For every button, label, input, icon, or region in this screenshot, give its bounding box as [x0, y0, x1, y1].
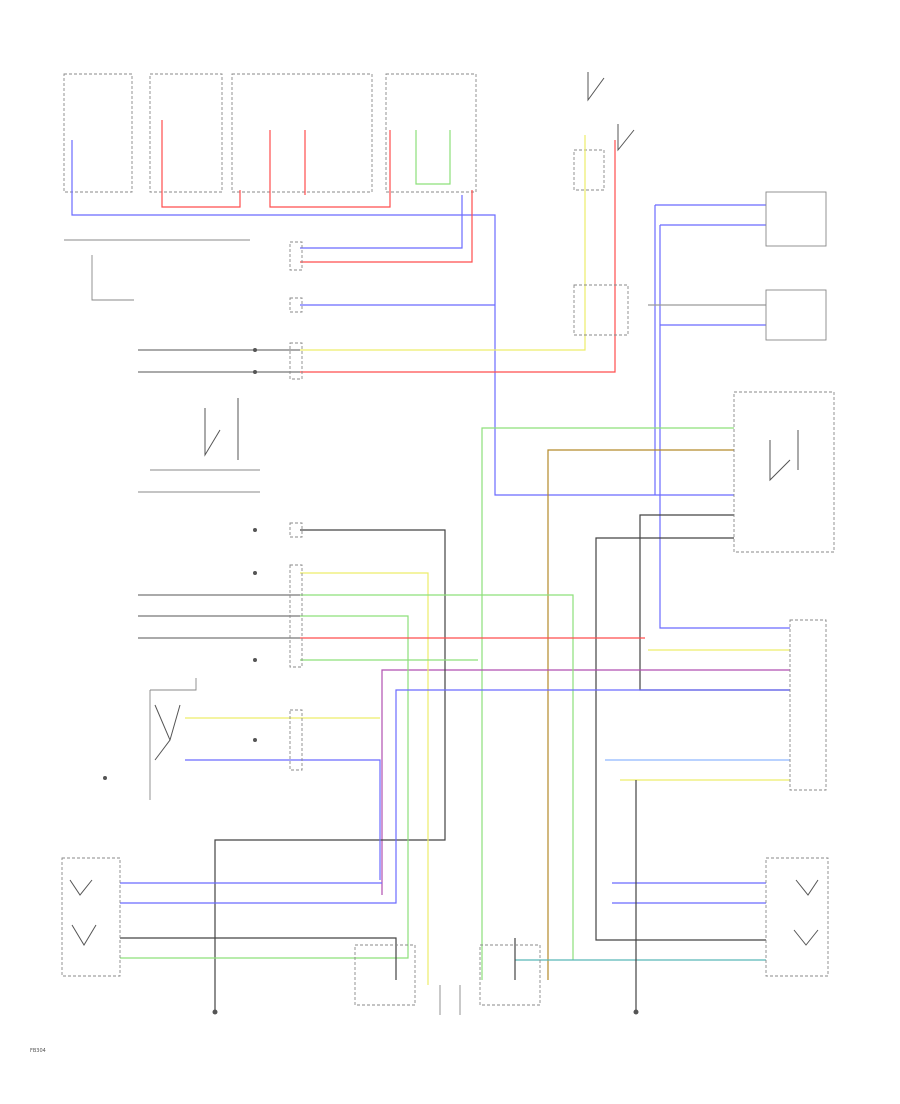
door-switch-right-2: [765, 289, 827, 341]
wire-black-center: [214, 529, 446, 1010]
wire-brown-long: [547, 449, 734, 980]
wire-black-r1: [639, 514, 790, 691]
wire-green-top: [415, 130, 451, 185]
actuator-divider: [439, 985, 461, 1015]
lock-actuator-switch: [769, 430, 799, 482]
connector-c4: [289, 522, 303, 538]
relay-left-base: [138, 469, 260, 493]
wire-green-long: [481, 427, 734, 980]
wire-red-2: [269, 130, 391, 208]
splice-4: [253, 571, 257, 575]
connector-c6: [289, 709, 303, 771]
right-front-connector: [789, 619, 827, 791]
wires: [71, 120, 790, 1010]
fuse-box-2: [149, 73, 223, 193]
wire-yellow-1: [300, 135, 586, 351]
wire-blue-switch: [185, 759, 381, 880]
relay-left: [204, 398, 239, 460]
splice-5: [253, 658, 257, 662]
connector-c5: [289, 564, 303, 668]
right-front-module: [765, 857, 829, 977]
wire-red-5: [300, 140, 616, 373]
wire-blue-upper: [300, 195, 463, 249]
lock-actuator-right: [733, 391, 835, 553]
splice-1: [253, 348, 257, 352]
wire-yellow-center: [300, 572, 429, 985]
wire-blue-main: [71, 140, 734, 496]
footer-code: FB304: [30, 1048, 46, 1054]
center-connector: [573, 284, 629, 336]
connector-c1: [289, 241, 303, 271]
wire-green-center: [300, 594, 574, 960]
top-fuse-boxes: [63, 72, 635, 193]
components: [61, 191, 835, 1015]
ref-dot: [103, 776, 107, 780]
ground-left: [212, 1009, 218, 1015]
ground-bracket-top: [64, 239, 250, 301]
wire-blue-bl2: [120, 689, 790, 904]
wire-red-1: [161, 120, 241, 208]
ground-right: [633, 1009, 639, 1015]
left-lock-switch: [154, 704, 181, 761]
splice-3: [253, 528, 257, 532]
wire-blue-r2: [659, 225, 790, 629]
left-module-switches: [69, 879, 97, 946]
fuse-box-1: [63, 73, 133, 193]
connector-c2: [289, 297, 303, 313]
connector-c3: [289, 342, 303, 380]
switch-top-2: [617, 124, 635, 152]
right-module-switches: [793, 879, 819, 946]
wire-black-r2: [595, 537, 766, 941]
fuse-box-3: [231, 73, 373, 193]
door-switch-right-top: [765, 191, 827, 247]
left-front-module: [61, 857, 121, 977]
splice-6: [253, 738, 257, 742]
right-lock-actuator: [479, 944, 541, 1006]
left-door-bracket: [149, 678, 197, 800]
wire-black-bl: [120, 937, 397, 980]
relay-box-top: [385, 73, 477, 193]
wire-green-left: [120, 615, 409, 959]
wire-purple: [381, 669, 790, 895]
left-lock-actuator: [354, 944, 416, 1006]
splice-2: [253, 370, 257, 374]
conn-top-right: [573, 149, 605, 191]
switch-top-1: [587, 72, 605, 102]
wire-red-4: [300, 190, 473, 263]
wire-left-leads: [138, 349, 300, 639]
